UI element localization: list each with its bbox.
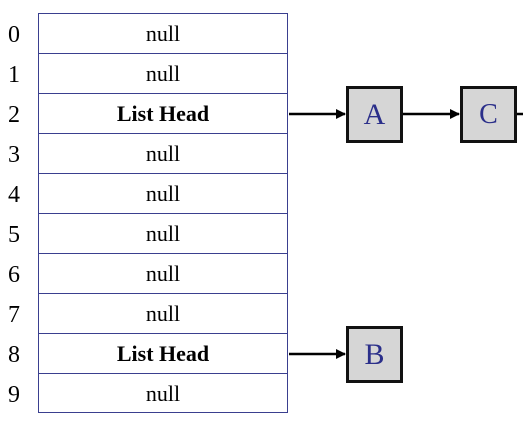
table-cell-1: null xyxy=(39,54,287,94)
table-cell-6: null xyxy=(39,254,287,294)
index-label-3: 3 xyxy=(8,142,20,168)
node-c: C xyxy=(460,86,517,143)
table-cell-7: null xyxy=(39,294,287,334)
table-cell-3: null xyxy=(39,134,287,174)
index-label-4: 4 xyxy=(8,182,20,208)
hash-table: null null List Head null null null null … xyxy=(38,13,288,413)
node-b: B xyxy=(346,326,403,383)
index-label-8: 8 xyxy=(8,342,20,368)
node-a: A xyxy=(346,86,403,143)
index-label-7: 7 xyxy=(8,302,20,328)
table-cell-4: null xyxy=(39,174,287,214)
table-cell-0: null xyxy=(39,14,287,54)
index-label-0: 0 xyxy=(8,22,20,48)
table-cell-2-list-head: List Head xyxy=(39,94,287,134)
index-label-9: 9 xyxy=(8,382,20,408)
index-label-2: 2 xyxy=(8,102,20,128)
table-cell-9: null xyxy=(145,381,181,406)
index-label-6: 6 xyxy=(8,262,20,288)
index-label-5: 5 xyxy=(8,222,20,248)
table-cell-5: null xyxy=(39,214,287,254)
index-label-1: 1 xyxy=(8,62,20,88)
table-cell-8-list-head: List Head xyxy=(39,334,287,374)
